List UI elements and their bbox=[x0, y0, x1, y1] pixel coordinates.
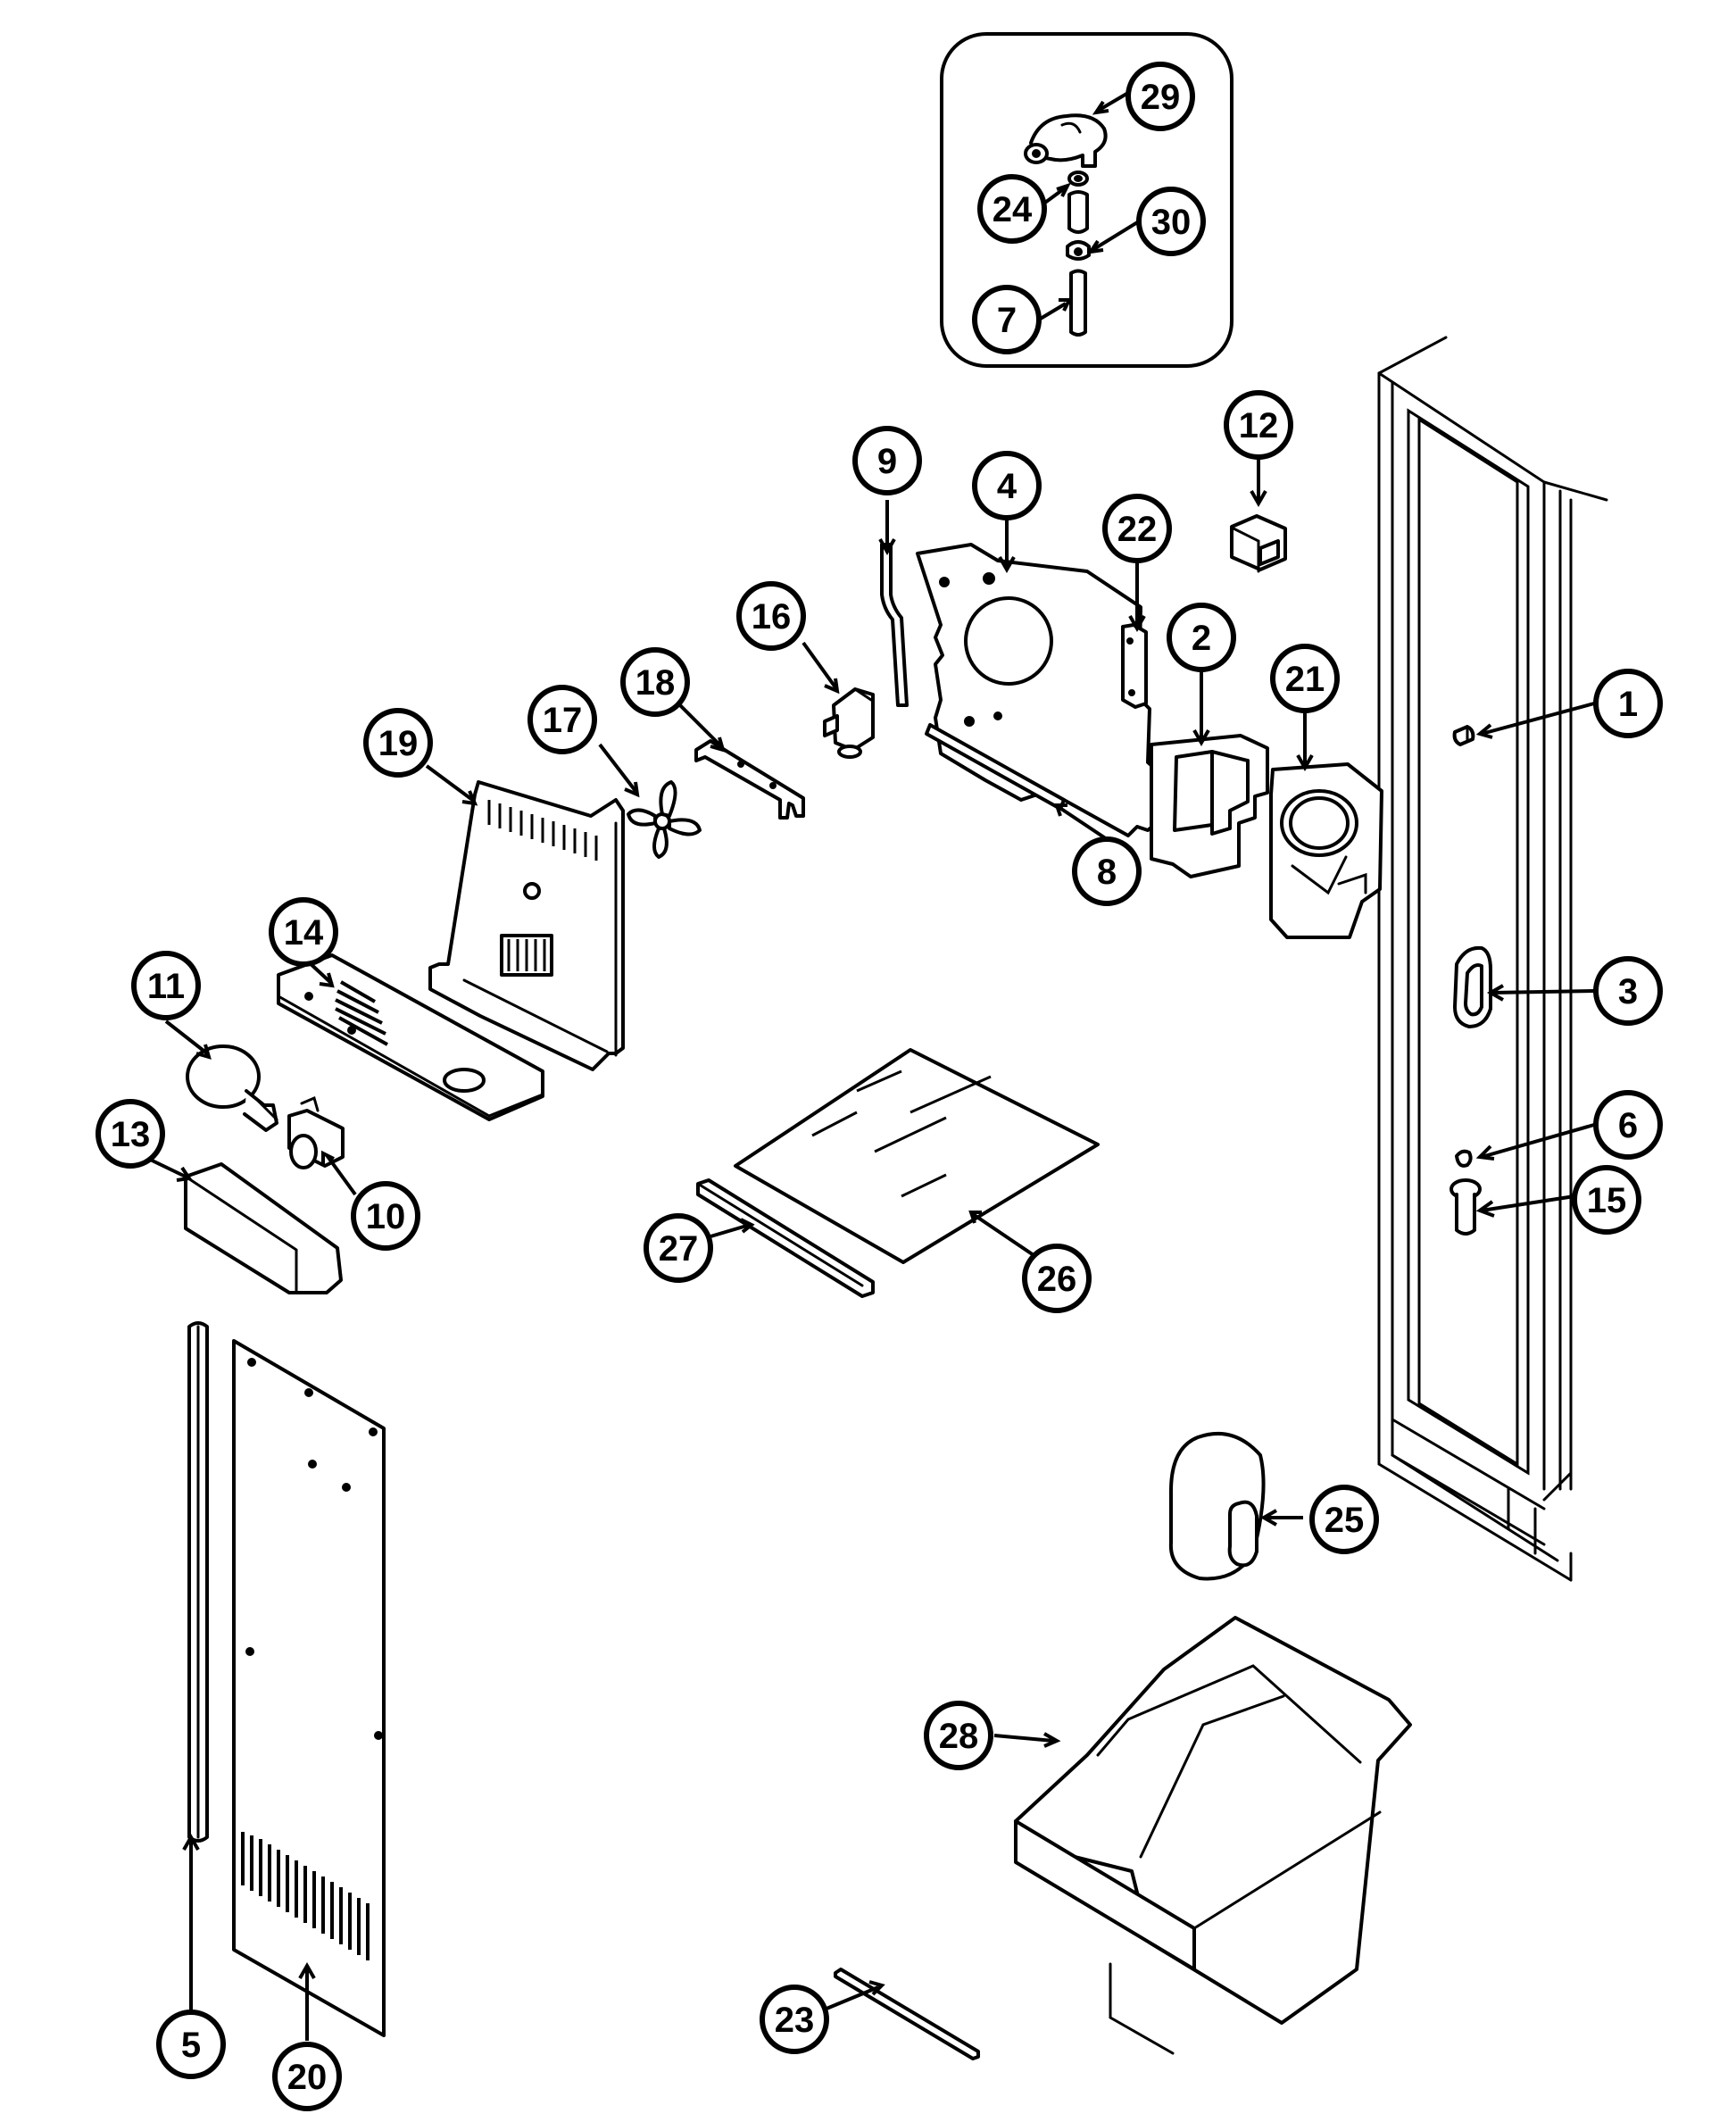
part-bin-cover bbox=[1168, 1431, 1266, 1581]
part-motor bbox=[823, 687, 875, 759]
callout-18: 18 bbox=[620, 647, 690, 717]
part-rod bbox=[880, 543, 909, 707]
callout-9: 9 bbox=[852, 426, 922, 495]
svg-text:13: 13 bbox=[111, 1115, 151, 1154]
part-bracket-strip bbox=[1121, 623, 1148, 709]
svg-text:18: 18 bbox=[635, 663, 676, 703]
callout-10: 10 bbox=[351, 1181, 420, 1251]
callout-23: 23 bbox=[760, 1985, 829, 2054]
svg-text:20: 20 bbox=[287, 2058, 328, 2097]
part-cabinet bbox=[1377, 336, 1608, 1582]
callout-3: 3 bbox=[1593, 956, 1663, 1026]
part-ice-bin bbox=[1014, 1616, 1412, 2055]
svg-text:11: 11 bbox=[147, 967, 185, 1006]
callout-13: 13 bbox=[96, 1099, 165, 1169]
callout-11: 11 bbox=[131, 951, 201, 1020]
svg-text:4: 4 bbox=[997, 467, 1018, 506]
callout-2: 2 bbox=[1167, 603, 1236, 672]
callout-29: 29 bbox=[1125, 62, 1195, 131]
svg-text:26: 26 bbox=[1037, 1260, 1077, 1299]
svg-text:16: 16 bbox=[752, 597, 792, 637]
callout-14: 14 bbox=[269, 897, 338, 967]
callout-20: 20 bbox=[272, 2042, 342, 2111]
part-valve-elbow bbox=[1024, 113, 1108, 168]
svg-text:12: 12 bbox=[1239, 406, 1279, 445]
part-shelf-trim bbox=[696, 1178, 875, 1298]
callout-16: 16 bbox=[736, 581, 806, 651]
svg-text:21: 21 bbox=[1285, 660, 1325, 699]
svg-text:14: 14 bbox=[284, 913, 324, 953]
callout-21: 21 bbox=[1270, 644, 1340, 713]
svg-text:28: 28 bbox=[939, 1717, 979, 1756]
svg-text:1: 1 bbox=[1618, 685, 1638, 724]
svg-text:22: 22 bbox=[1117, 510, 1158, 549]
part-fan-blade bbox=[627, 780, 702, 859]
callout-6: 6 bbox=[1593, 1090, 1663, 1160]
part-vent-cover bbox=[428, 780, 625, 1071]
leader-lines bbox=[140, 91, 1595, 2041]
callout-26: 26 bbox=[1022, 1244, 1092, 1313]
svg-text:8: 8 bbox=[1097, 853, 1117, 892]
svg-text:17: 17 bbox=[543, 701, 583, 740]
callout-8: 8 bbox=[1072, 836, 1142, 906]
part-screw-1 bbox=[1452, 725, 1475, 746]
svg-text:15: 15 bbox=[1587, 1181, 1627, 1220]
part-fan-shroud bbox=[1269, 762, 1383, 939]
part-light-shield bbox=[184, 1162, 343, 1294]
part-clamp bbox=[1066, 240, 1091, 261]
callout-27: 27 bbox=[644, 1213, 713, 1283]
callout-28: 28 bbox=[924, 1701, 993, 1770]
callout-1: 1 bbox=[1593, 669, 1663, 738]
callout-24: 24 bbox=[977, 174, 1047, 244]
part-bracket bbox=[694, 739, 805, 820]
callout-7: 7 bbox=[972, 285, 1042, 354]
svg-text:7: 7 bbox=[997, 301, 1017, 340]
svg-text:29: 29 bbox=[1141, 78, 1181, 117]
part-grommet bbox=[1453, 945, 1492, 1028]
svg-text:25: 25 bbox=[1325, 1501, 1365, 1540]
callout-4: 4 bbox=[972, 451, 1042, 520]
svg-text:10: 10 bbox=[366, 1197, 406, 1236]
callout-25: 25 bbox=[1309, 1485, 1379, 1554]
part-screw-6 bbox=[1455, 1149, 1473, 1168]
part-socket bbox=[287, 1095, 345, 1169]
svg-text:19: 19 bbox=[378, 724, 419, 763]
callout-5: 5 bbox=[156, 2010, 226, 2079]
part-switch bbox=[1230, 514, 1287, 573]
svg-text:6: 6 bbox=[1618, 1106, 1638, 1145]
svg-text:5: 5 bbox=[181, 2026, 201, 2065]
part-rear-panel bbox=[232, 1339, 386, 2037]
callout-15: 15 bbox=[1572, 1165, 1641, 1235]
svg-text:2: 2 bbox=[1192, 619, 1211, 658]
svg-text:3: 3 bbox=[1618, 972, 1638, 1011]
svg-text:23: 23 bbox=[775, 2001, 815, 2040]
callout-30: 30 bbox=[1136, 187, 1206, 256]
part-light-housing bbox=[277, 953, 544, 1121]
part-liner-trim bbox=[187, 1321, 209, 1843]
svg-text:27: 27 bbox=[659, 1229, 699, 1269]
svg-text:24: 24 bbox=[993, 190, 1033, 229]
part-tube bbox=[1069, 269, 1087, 337]
callout-17: 17 bbox=[527, 685, 597, 754]
part-glass-shelf bbox=[734, 1048, 1100, 1264]
callout-12: 12 bbox=[1224, 390, 1293, 460]
part-light-bulb bbox=[186, 1044, 278, 1132]
part-housing bbox=[1150, 734, 1269, 878]
part-nut bbox=[1067, 171, 1089, 234]
callout-22: 22 bbox=[1102, 494, 1172, 563]
svg-text:30: 30 bbox=[1151, 203, 1192, 242]
callout-19: 19 bbox=[363, 708, 433, 778]
part-strip bbox=[834, 1968, 980, 2060]
part-shelf-support bbox=[1449, 1178, 1482, 1236]
svg-text:9: 9 bbox=[877, 442, 897, 481]
